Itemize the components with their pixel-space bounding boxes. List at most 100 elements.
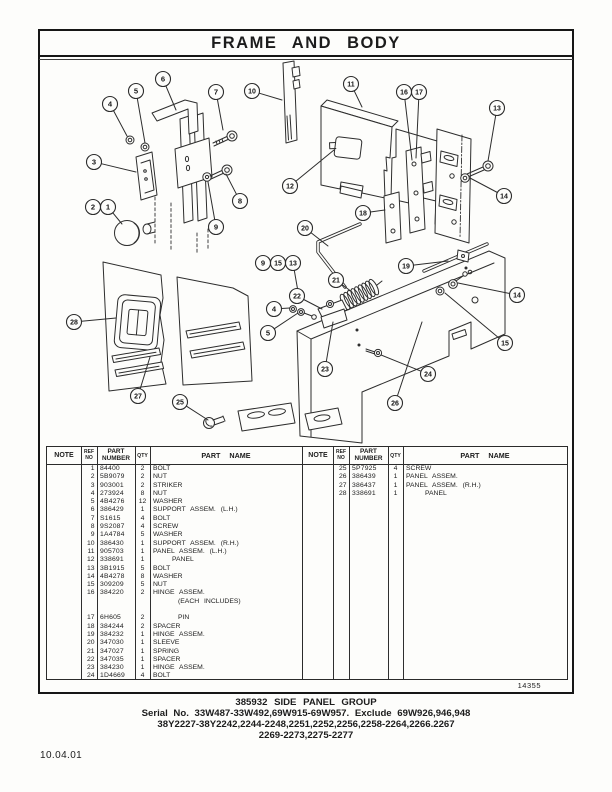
svg-text:6: 6 xyxy=(161,75,165,84)
table-cell xyxy=(47,540,81,548)
callout-28: 28 xyxy=(65,313,117,331)
table-cell xyxy=(47,490,81,498)
column-divider xyxy=(349,447,350,679)
svg-text:17: 17 xyxy=(415,90,423,97)
page-border: FRAME AND BODY xyxy=(38,29,574,694)
callout-8: 8 xyxy=(225,173,249,210)
table-cell xyxy=(47,565,81,573)
table-cell: 17 xyxy=(86,614,95,622)
svg-text:26: 26 xyxy=(391,401,399,408)
table-cell: 3B1915 xyxy=(100,564,125,572)
table-cell: 347030 xyxy=(100,639,124,647)
table-cell: 1 xyxy=(140,639,145,647)
svg-text:13: 13 xyxy=(493,106,501,113)
svg-text:27: 27 xyxy=(134,394,142,401)
table-cell: 2 xyxy=(140,614,145,622)
table-cell: 24 xyxy=(86,672,95,680)
table-cell: 27 xyxy=(338,481,347,489)
callout-14: 14 xyxy=(457,282,526,304)
svg-text:10: 10 xyxy=(248,89,256,96)
callout-leader-line xyxy=(273,312,299,330)
table-cell: SUPPORT ASSEM. (R.H.) xyxy=(153,539,239,547)
svg-text:8: 8 xyxy=(238,197,242,206)
callout-leader-line xyxy=(139,356,151,390)
table-cell: HINGE ASSEM. xyxy=(153,630,205,638)
table-cell: 21 xyxy=(86,647,95,655)
table-cell: 903001 xyxy=(100,481,124,489)
table-cell: SLEEVE xyxy=(153,639,180,647)
column-divider xyxy=(81,447,82,679)
table-cell: 26 xyxy=(338,473,347,481)
table-cell xyxy=(303,482,333,490)
table-cell xyxy=(47,556,81,564)
table-cell: 14 xyxy=(86,572,95,580)
callout-5: 5 xyxy=(127,82,146,144)
callout-leader-line xyxy=(303,299,323,310)
table-cell: 12 xyxy=(86,556,95,564)
callout-leader-line xyxy=(165,85,177,111)
table-cell: PANEL ASSEM. (R.H.) xyxy=(406,481,481,489)
right-bracket-panel xyxy=(434,128,494,244)
table-cell: 5B9079 xyxy=(100,473,125,481)
serial-line: Serial No. 33W487-33W492,69W915-69W957. … xyxy=(141,708,471,719)
figure-number: 14355 xyxy=(517,681,541,690)
column-divider xyxy=(150,447,151,679)
col-header-qty: QTY xyxy=(390,452,401,459)
table-cell: 18 xyxy=(86,622,95,630)
table-cell: S1615 xyxy=(100,514,121,522)
table-cell: 386430 xyxy=(100,539,124,547)
table-cell xyxy=(303,473,333,481)
callout-leader-line xyxy=(207,181,216,221)
table-cell xyxy=(47,548,81,556)
svg-text:16: 16 xyxy=(400,90,408,97)
table-cell xyxy=(303,465,333,473)
table-cell: NUT xyxy=(153,473,167,481)
callout-4: 4 xyxy=(101,95,128,137)
svg-text:9: 9 xyxy=(214,223,218,232)
table-cell: 13 xyxy=(86,564,95,572)
louvered-panels xyxy=(102,261,253,392)
table-cell: SPRING xyxy=(153,647,180,655)
callout-1: 1 xyxy=(99,198,123,225)
svg-text:20: 20 xyxy=(301,226,309,233)
callout-leader-line xyxy=(258,92,283,101)
table-cell: 338691 xyxy=(352,489,376,497)
callout-15: 15 xyxy=(269,254,287,272)
callout-23: 23 xyxy=(316,321,334,378)
callout-9: 9 xyxy=(207,181,225,236)
table-cell xyxy=(47,623,81,631)
svg-text:7: 7 xyxy=(214,88,218,97)
col-header-note: NOTE xyxy=(308,452,328,459)
callout-5: 5 xyxy=(259,312,299,342)
table-cell: STRIKER xyxy=(153,481,183,489)
callout-20: 20 xyxy=(296,219,329,247)
callout-9: 9 xyxy=(254,254,272,272)
table-cell xyxy=(47,498,81,506)
table-cell xyxy=(47,581,81,589)
svg-text:5: 5 xyxy=(266,329,271,338)
callout-leader-line xyxy=(325,321,334,363)
table-cell: 1 xyxy=(140,547,145,555)
screw-part xyxy=(203,415,226,429)
table-cell: SPACER xyxy=(153,655,181,663)
main-frame xyxy=(237,250,506,444)
callout-11: 11 xyxy=(342,75,363,108)
page-title: FRAME AND BODY xyxy=(211,34,401,52)
callout-12: 12 xyxy=(281,149,335,195)
table-cell: 1 xyxy=(90,465,95,472)
callout-26: 26 xyxy=(386,321,423,412)
table-cell xyxy=(47,482,81,490)
table-cell: WASHER xyxy=(153,498,183,506)
svg-text:25: 25 xyxy=(176,400,184,407)
callout-leader-line xyxy=(369,209,386,213)
callout-7: 7 xyxy=(207,83,225,131)
serial-line: 2269-2273,2275-2277 xyxy=(258,730,354,741)
table-cell xyxy=(47,656,81,664)
table-cell: 6H605 xyxy=(100,614,122,622)
